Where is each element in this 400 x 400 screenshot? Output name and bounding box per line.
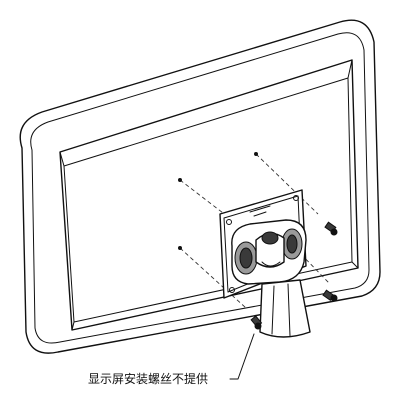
stand-neck — [259, 279, 311, 338]
screw-bottom-right — [322, 289, 338, 302]
screw-note-label: 显示屏安装螺丝不提供 — [88, 372, 209, 386]
callout-leader — [229, 333, 255, 380]
screw-top-right — [324, 221, 338, 236]
screw-bottom-left — [250, 315, 263, 330]
screws — [250, 221, 338, 330]
pivot-joint — [231, 219, 307, 285]
